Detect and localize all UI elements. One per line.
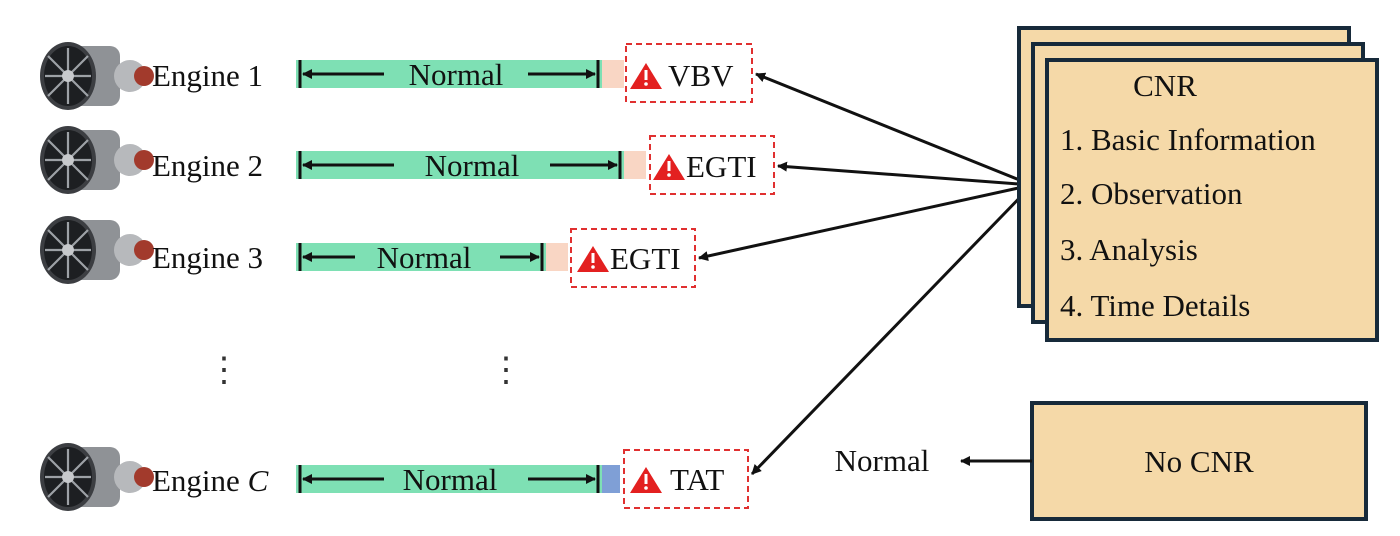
cnr-card-stack: CNR 1. Basic Information 2. Observation … (1017, 26, 1379, 342)
alert-box-c (623, 449, 749, 509)
cnr-connector-arrows (698, 72, 1034, 476)
warning-triangle-icon (630, 63, 662, 89)
anomaly-segment-3 (546, 243, 568, 271)
alert-label-2: EGTI (686, 149, 757, 184)
turbofan-engine-icon (38, 441, 156, 513)
alert-box-2 (649, 135, 775, 195)
cnr-card-title: CNR (1133, 68, 1197, 103)
warning-triangle-icon (653, 154, 685, 180)
engine-label-c: Engine C (152, 463, 269, 498)
engine-row-2: Engine 2 Normal EGTI (38, 124, 775, 196)
anomaly-segment-2 (624, 151, 646, 179)
alert-box-3 (570, 228, 696, 288)
turbofan-engine-icon (38, 214, 156, 286)
alert-label-c: TAT (670, 462, 724, 497)
engine-row-3: Engine 3 Normal EGTI (38, 214, 696, 288)
arrow-to-alert-1 (755, 72, 1033, 187)
engine-row-c: Engine C Normal TAT (38, 441, 749, 513)
anomaly-segment-1 (602, 60, 624, 88)
engine-label-3: Engine 3 (152, 240, 263, 275)
ellipsis-left: ⋮ (207, 352, 241, 389)
cnr-card-front (1045, 58, 1379, 342)
engine-row-1: Engine 1 Normal VBV (38, 40, 753, 112)
normal-label-1: Normal (409, 57, 504, 92)
alert-label-3: EGTI (610, 241, 681, 276)
turbofan-engine-icon (38, 124, 156, 196)
cnr-item-3: 3. Analysis (1060, 232, 1198, 267)
turbofan-engine-icon (38, 40, 156, 112)
normal-result-label: Normal (835, 443, 930, 478)
normal-label-c: Normal (403, 462, 498, 497)
cnr-item-4: 4. Time Details (1060, 288, 1250, 323)
engine-label-2: Engine 2 (152, 148, 263, 183)
no-cnr-box (1030, 401, 1368, 521)
cnr-item-1: 1. Basic Information (1060, 122, 1316, 157)
arrow-to-alert-3 (698, 183, 1033, 261)
normal-label-3: Normal (377, 240, 472, 275)
alert-box-1 (625, 43, 753, 103)
anomaly-segment-c (602, 465, 620, 493)
arrow-to-alert-c (750, 183, 1034, 476)
arrow-to-alert-2 (777, 161, 1033, 187)
warning-triangle-icon (577, 246, 609, 272)
cnr-item-2: 2. Observation (1060, 176, 1243, 211)
ellipsis-middle: ⋮ (489, 352, 523, 389)
warning-triangle-icon (630, 467, 662, 493)
normal-label-2: Normal (425, 148, 520, 183)
engine-label-1: Engine 1 (152, 58, 263, 93)
alert-label-1: VBV (668, 58, 734, 93)
no-cnr-label: No CNR (1144, 444, 1254, 479)
